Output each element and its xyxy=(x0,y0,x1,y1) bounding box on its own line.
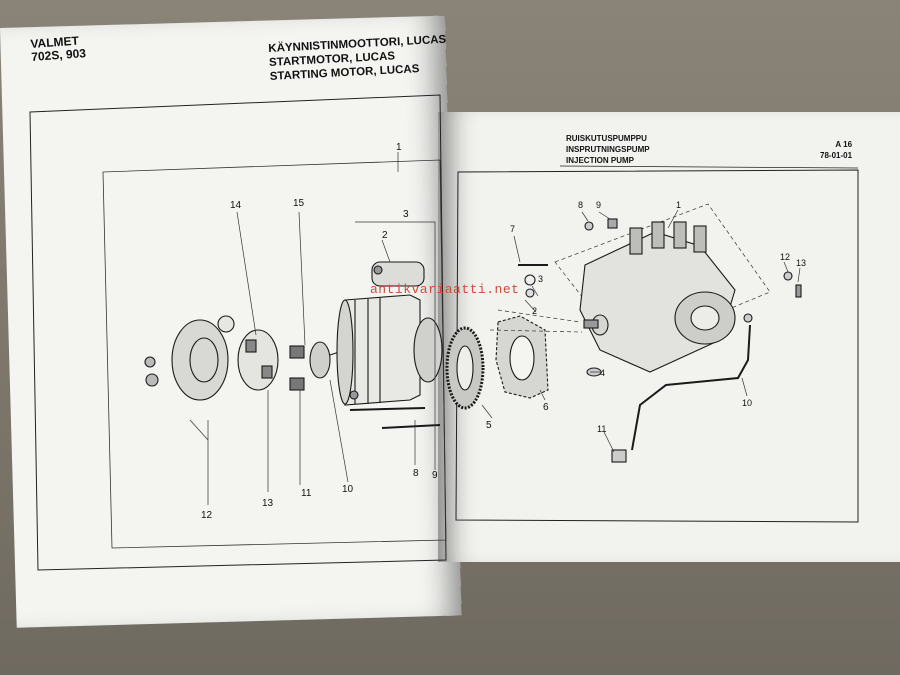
callout-right-2: 2 xyxy=(532,306,537,316)
end-plate-part xyxy=(171,319,229,401)
left-outer-frame xyxy=(29,94,447,571)
callout-left-14: 14 xyxy=(230,200,242,211)
callout-left-13: 13 xyxy=(262,498,274,509)
watermark-text: antikvariaatti.net xyxy=(370,282,520,297)
callout-left-12: 12 xyxy=(201,510,213,521)
callout-right-4: 4 xyxy=(600,368,605,378)
title-finnish: RUISKUTUSPUMPPU xyxy=(566,134,647,143)
left-leader-lines xyxy=(189,152,546,505)
starter-motor-parts xyxy=(144,261,549,429)
title-swedish: INSPRUTNINGSPUMP xyxy=(566,145,650,154)
callout-left-1: 1 xyxy=(396,142,402,153)
page-number: A 16 xyxy=(835,140,853,149)
brushes-part xyxy=(289,345,305,359)
callout-left-11: 11 xyxy=(301,488,312,499)
callout-left-9: 9 xyxy=(432,470,438,481)
leak-off-pipe-part xyxy=(631,324,751,451)
callout-right-13: 13 xyxy=(796,258,806,268)
callout-left-3: 3 xyxy=(403,209,409,220)
solenoid-part xyxy=(371,261,425,287)
callout-right-8: 8 xyxy=(578,200,583,210)
yoke-body-part xyxy=(344,294,421,406)
callout-right-10: 10 xyxy=(742,398,752,408)
through-bolt-part xyxy=(349,407,426,411)
right-title-rule xyxy=(559,165,859,169)
callout-left-5: 5 xyxy=(486,420,492,431)
model-header: VALMET 702S, 903 xyxy=(30,34,86,64)
page-code: A 16 78-01-01 xyxy=(820,139,852,161)
armature-part xyxy=(309,341,331,379)
callout-right-3: 3 xyxy=(538,274,543,284)
right-leader-lines xyxy=(513,209,801,453)
callout-right-12: 12 xyxy=(780,252,790,262)
left-inner-frame xyxy=(102,159,447,549)
callout-right-7: 7 xyxy=(510,224,515,234)
right-page-title: RUISKUTUSPUMPPU INSPRUTNINGSPUMP INJECTI… xyxy=(566,133,650,166)
callout-right-11: 11 xyxy=(597,424,606,434)
callout-left-8: 8 xyxy=(413,468,419,479)
callout-left-10: 10 xyxy=(342,484,354,495)
callout-left-2: 2 xyxy=(382,230,388,241)
callout-right-9: 9 xyxy=(596,200,601,210)
page-date: 78-01-01 xyxy=(820,151,853,160)
callout-left-6: 6 xyxy=(543,402,549,413)
drive-bracket-part xyxy=(413,317,443,383)
callout-right-1: 1 xyxy=(676,200,681,210)
callout-left-15: 15 xyxy=(293,198,305,209)
title-english: INJECTION PUMP xyxy=(566,156,635,165)
injection-pump-parts xyxy=(489,203,802,463)
brush-holder-part xyxy=(237,329,279,391)
